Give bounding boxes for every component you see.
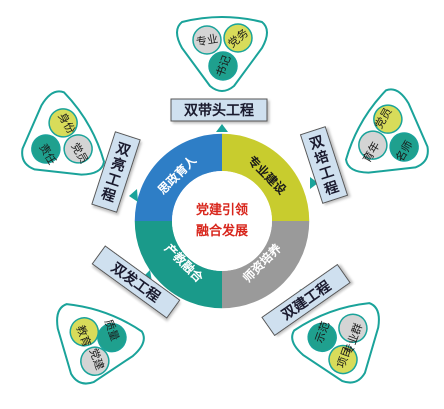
- project-label-upper-left-text: 双亮工程: [99, 140, 132, 205]
- project-label-top: 双带头工程: [184, 102, 254, 119]
- bubble-ur-2: [373, 104, 403, 134]
- project-label-upper-right-text: 双培工程: [308, 133, 341, 198]
- bubble-ll-3: [80, 346, 110, 376]
- project-upper-right: [299, 126, 349, 204]
- vertical-label-upper-left: 双亮工程: [99, 140, 132, 205]
- bubble-cluster-top: 专业 党务 书记: [176, 16, 268, 92]
- project-box-lower-right: [261, 263, 351, 337]
- ring-segment-bottom-right: [222, 221, 310, 309]
- bubble-lr-2: [338, 313, 368, 344]
- center-line-2: 融合发展: [196, 223, 249, 239]
- center-line-1: 党建引领: [196, 202, 248, 218]
- bubble-ul-2: [63, 134, 93, 164]
- bubble-lr-1: [307, 322, 337, 353]
- bubble-top-2: [223, 23, 253, 53]
- project-top: 双带头工程: [170, 98, 268, 122]
- bubble-top-1-text: 专业: [195, 31, 219, 49]
- bubble-lr-3: [328, 344, 358, 375]
- bubble-ur-3: [389, 132, 419, 162]
- central-ring: 思政育人 专业建设 师资培养 产教融合 党建引领 融合发展: [133, 132, 311, 310]
- bubble-cluster-lower-right: [291, 302, 380, 384]
- bubble-ul-3: [31, 134, 61, 164]
- bubble-top-3: [208, 51, 238, 81]
- vertical-label-upper-right: 双培工程: [308, 133, 341, 198]
- bubble-ur-1: [358, 130, 388, 160]
- bubble-ul-1: [48, 108, 78, 138]
- project-box-lower-left: [91, 245, 181, 319]
- ring-segment-bottom-left: [134, 221, 222, 309]
- bubble-cluster-upper-right: [344, 88, 429, 174]
- project-upper-left: [91, 131, 141, 213]
- bubble-cluster-lower-left: [56, 303, 145, 385]
- ring-segment-top-right: [222, 133, 310, 221]
- ring-inner-disc: [172, 171, 272, 271]
- ring-segment-top-left: [134, 133, 222, 221]
- bubble-ll-2: [69, 317, 100, 347]
- arrow-upper-right: [310, 177, 318, 189]
- project-box-upper-right: [299, 126, 349, 204]
- bubble-cluster-upper-left: [21, 90, 106, 176]
- project-box-upper-left: [91, 131, 141, 213]
- arrow-upper-left: [129, 189, 138, 202]
- project-box-top: [170, 98, 268, 122]
- bubble-top-1: [192, 25, 222, 55]
- arrow-top: [216, 124, 228, 132]
